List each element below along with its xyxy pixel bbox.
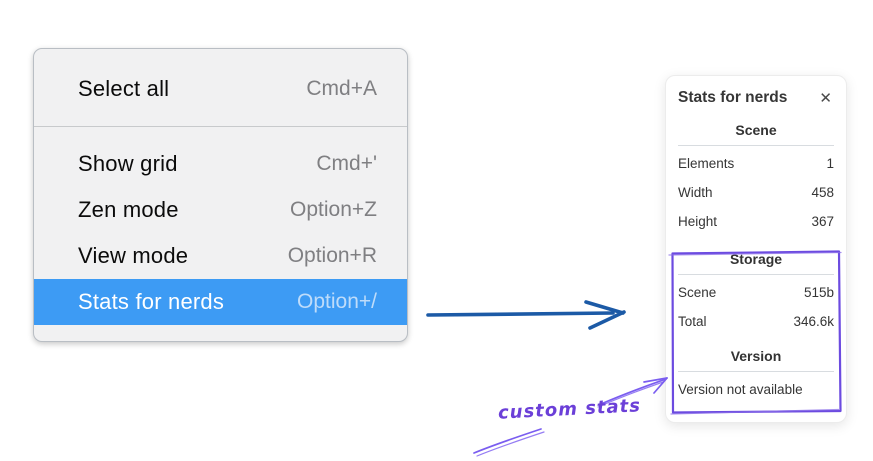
section-divider: [678, 371, 834, 372]
stat-label: Total: [678, 313, 707, 329]
stat-label: Width: [678, 184, 713, 200]
stats-panel-title: Stats for nerds: [678, 89, 788, 106]
menu-item-label: Show grid: [78, 151, 178, 176]
menu-item-stats-for-nerds[interactable]: Stats for nerds Option+/: [34, 279, 407, 325]
stats-panel-header: Stats for nerds ✕: [678, 89, 834, 107]
menu-item-label: Zen mode: [78, 197, 179, 222]
annotation-text: custom stats: [497, 395, 642, 424]
close-icon[interactable]: ✕: [819, 89, 832, 107]
menu-item-show-grid[interactable]: Show grid Cmd+': [34, 141, 407, 187]
stat-value: 346.6k: [793, 313, 834, 329]
stat-row-height: Height 367: [678, 207, 834, 236]
stat-label: Scene: [678, 284, 717, 300]
menu-item-zen-mode[interactable]: Zen mode Option+Z: [34, 187, 407, 233]
context-menu-section-top: Select all Cmd+A: [34, 49, 407, 126]
stat-value: 458: [811, 184, 834, 200]
menu-item-label: View mode: [78, 243, 189, 268]
stat-row-total-storage: Total 346.6k: [678, 307, 834, 336]
stat-value: 1: [826, 155, 834, 171]
menu-item-shortcut: Option+Z: [290, 198, 377, 221]
annotation-arrow: [473, 377, 668, 457]
version-note: Version not available: [678, 382, 803, 397]
menu-item-select-all[interactable]: Select all Cmd+A: [34, 66, 407, 112]
stats-section-scene: Scene Elements 1 Width 458 Height 367: [678, 121, 834, 236]
stat-label: Height: [678, 213, 718, 229]
stat-row-scene-storage: Scene 515b: [678, 278, 834, 307]
menu-item-shortcut: Cmd+': [316, 152, 377, 175]
stat-value: 515b: [803, 284, 834, 300]
stats-section-version: Version Version not available: [678, 347, 834, 399]
stats-panel: Stats for nerds ✕ Scene Elements 1 Width…: [665, 75, 847, 423]
section-heading: Scene: [735, 122, 777, 138]
stat-label: Elements: [678, 155, 735, 171]
menu-item-label: Stats for nerds: [78, 289, 225, 314]
menu-item-label: Select all: [78, 76, 170, 101]
section-heading: Version: [730, 348, 782, 364]
context-menu: Select all Cmd+A Show grid Cmd+' Zen mod…: [33, 48, 408, 342]
flow-arrow: [426, 300, 626, 330]
stat-row-elements: Elements 1: [678, 149, 834, 178]
section-divider: [678, 145, 834, 146]
context-menu-section-bottom: Show grid Cmd+' Zen mode Option+Z View m…: [34, 127, 407, 341]
section-divider: [678, 274, 834, 275]
menu-item-shortcut: Option+R: [287, 244, 377, 267]
stats-section-storage: Storage Scene 515b Total 346.6k: [678, 250, 834, 336]
menu-item-view-mode[interactable]: View mode Option+R: [34, 233, 407, 279]
menu-divider: [34, 126, 407, 127]
stat-value: 367: [811, 213, 834, 229]
section-heading: Storage: [729, 251, 783, 267]
menu-item-shortcut: Cmd+A: [306, 77, 377, 100]
stat-row-width: Width 458: [678, 178, 834, 207]
menu-item-shortcut: Option+/: [297, 290, 377, 313]
